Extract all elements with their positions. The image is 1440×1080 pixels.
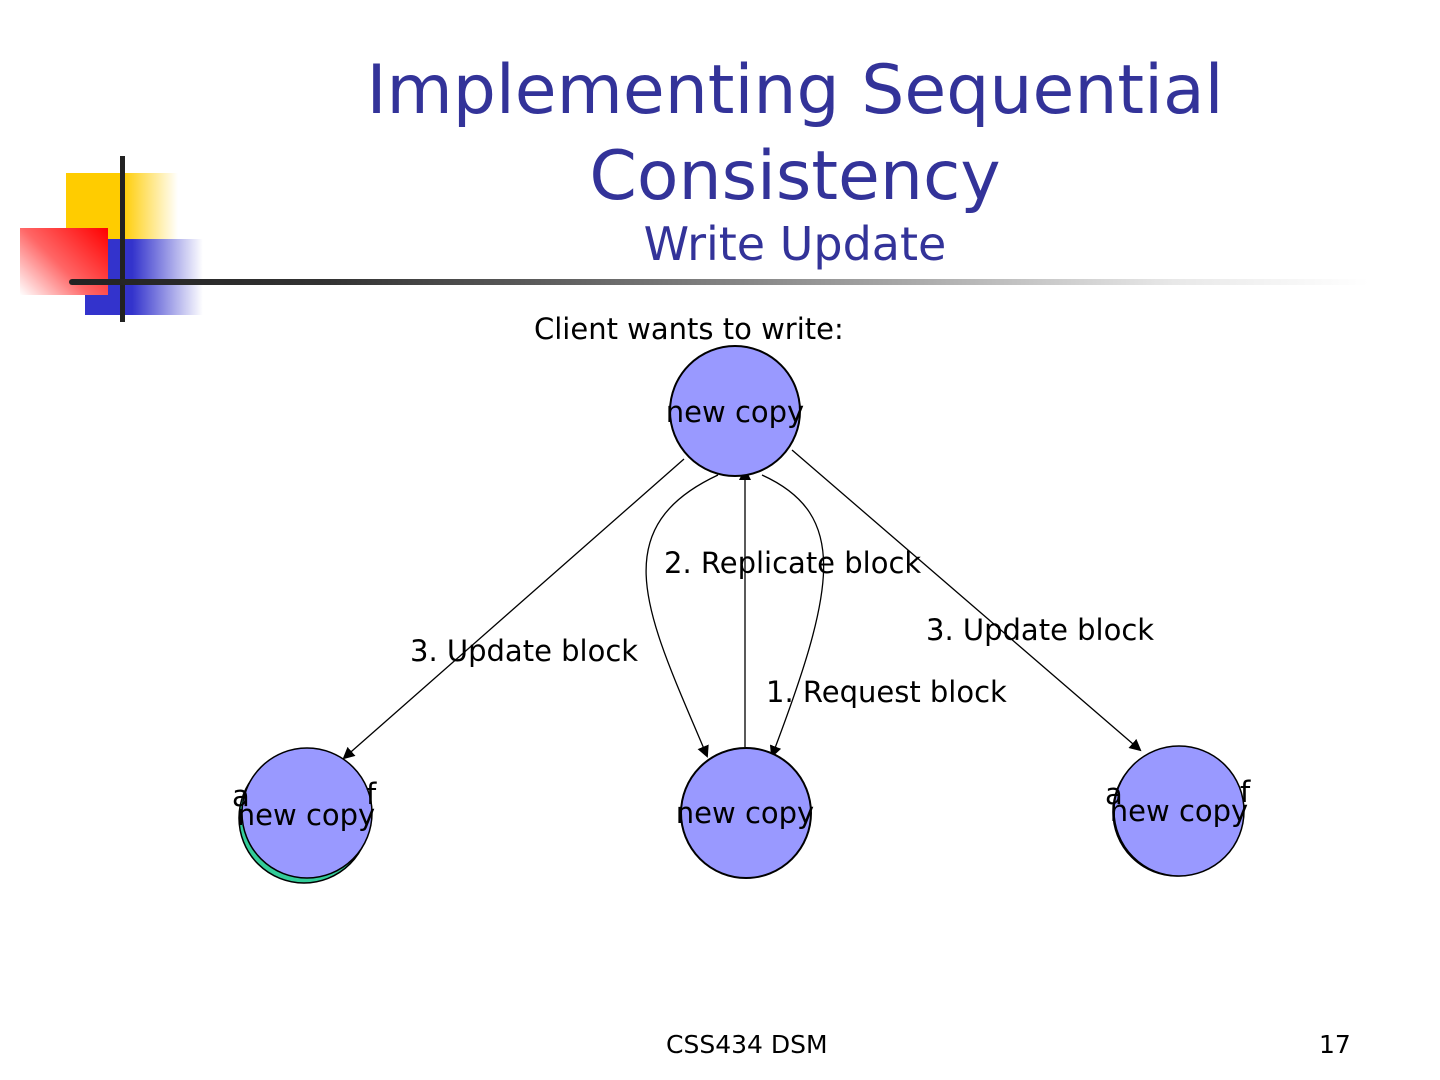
edge-replicate-block-left xyxy=(645,474,719,758)
edge-update-right xyxy=(791,449,1142,752)
edge-update-left xyxy=(342,458,685,760)
node-writer-label: new copy xyxy=(665,395,805,429)
node-left-label: new copy xyxy=(236,798,376,832)
slide-title-line1: Implementing Sequential xyxy=(366,51,1224,130)
edge-label-update-right: 3. Update block xyxy=(926,613,1155,647)
title-underline-bar xyxy=(69,279,1369,285)
edge-label-replicate: 2. Replicate block xyxy=(664,546,922,580)
node-left-hidden-fragment-a: a xyxy=(232,779,250,813)
node-right xyxy=(1113,745,1245,877)
edge-label-update-left: 3. Update block xyxy=(410,634,639,668)
node-left-hidden-fragment-f: f xyxy=(366,777,377,811)
footer-course: CSS434 DSM xyxy=(666,1030,828,1059)
node-right-hidden-fragment-f: f xyxy=(1240,775,1251,809)
node-right-label: new copy xyxy=(1109,794,1249,828)
node-middle xyxy=(680,747,812,879)
footer-page-number: 17 xyxy=(1319,1030,1351,1059)
diagram-caption: Client wants to write: xyxy=(534,312,844,346)
logo-vertical-bar xyxy=(120,156,125,322)
slide-title: Implementing Sequential Consistency xyxy=(300,48,1290,220)
node-left xyxy=(241,747,373,879)
slide-subtitle: Write Update xyxy=(643,217,947,271)
edge-label-request: 1. Request block xyxy=(766,675,1007,709)
edge-replicate-block-right xyxy=(761,474,825,758)
node-writer xyxy=(669,345,801,477)
node-middle-label: new copy xyxy=(675,796,815,830)
slide-title-line2: Consistency xyxy=(589,137,1001,216)
node-right-hidden-fragment-a: a xyxy=(1105,777,1123,811)
